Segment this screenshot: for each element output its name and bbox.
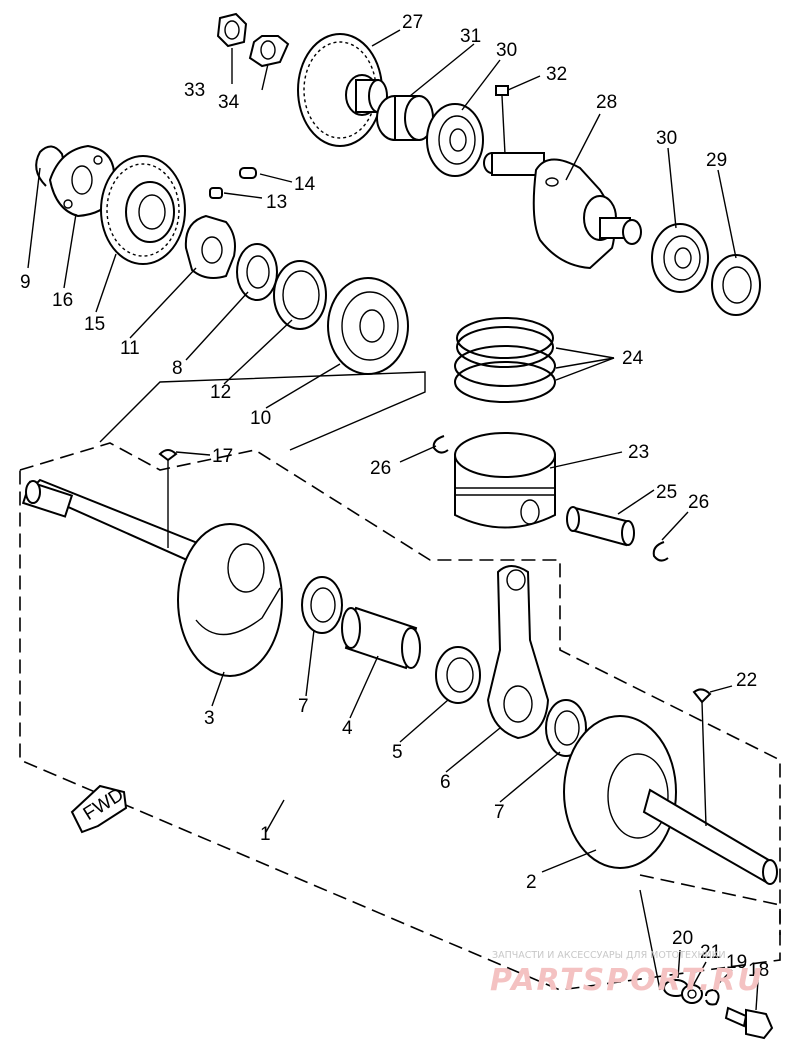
washer-part-21 [681, 984, 703, 1004]
fwd-direction-arrow: FWD [70, 784, 128, 834]
callout-labels: 1 2 3 4 5 6 7 7 8 9 10 11 12 13 14 15 16… [20, 12, 769, 981]
pin-part-32 [495, 85, 509, 155]
callout-26-left: 26 [370, 458, 391, 479]
woodruff-key-part-17 [158, 449, 178, 548]
callout-19: 19 [726, 952, 747, 973]
callout-11: 11 [120, 338, 140, 359]
watermark-logo: PARTSPORT.RU [490, 963, 764, 998]
primary-gear-part-15 [100, 155, 186, 265]
crank-left-part-3 [21, 478, 283, 677]
driven-gear-part-27 [297, 33, 388, 147]
callout-25: 25 [656, 482, 677, 503]
callout-8: 8 [172, 358, 183, 379]
watermark-caption: ЗАПЧАСТИ И АКСЕССУАРЫ ДЛЯ МОТОТЕХНИКИ [492, 950, 726, 961]
lock-washer-part-34 [248, 35, 290, 68]
callout-31: 31 [460, 26, 481, 47]
piston-pin-part-25 [566, 506, 635, 547]
callout-13: 13 [266, 192, 287, 213]
spacer-part-8 [236, 243, 278, 301]
callout-10: 10 [250, 408, 271, 429]
callout-7-left: 7 [298, 696, 309, 717]
key-part-14 [239, 167, 257, 179]
callout-21: 21 [700, 942, 721, 963]
callout-20: 20 [672, 928, 693, 949]
callout-27: 27 [402, 12, 423, 33]
callout-15: 15 [84, 314, 105, 335]
callout-23: 23 [628, 442, 649, 463]
nut-part-33 [216, 12, 248, 48]
callout-4: 4 [342, 718, 353, 739]
connecting-rod-part-6 [486, 565, 550, 740]
callout-5: 5 [392, 742, 403, 763]
needle-bearing-part-5 [435, 646, 481, 704]
crank-right-part-2 [563, 715, 778, 885]
callout-30-upper: 30 [496, 40, 517, 61]
main-bearing-part-10 [327, 277, 409, 375]
crank-pin-part-4 [341, 606, 421, 670]
callout-14: 14 [294, 174, 316, 195]
callout-17: 17 [212, 446, 233, 467]
callout-12: 12 [210, 382, 231, 403]
callout-32: 32 [546, 64, 567, 85]
bearing-part-30-upper [426, 103, 484, 177]
callout-34: 34 [218, 92, 240, 113]
piston-rings-part-24 [454, 317, 556, 403]
key-part-22 [692, 688, 712, 827]
callout-29: 29 [706, 150, 727, 171]
shim-part-7-left [301, 576, 343, 634]
callout-6: 6 [440, 772, 451, 793]
balancer-shaft-part-28 [483, 152, 642, 270]
hub-part-11 [184, 214, 236, 279]
watermark: ЗАПЧАСТИ И АКСЕССУАРЫ ДЛЯ МОТОТЕХНИКИ PA… [490, 950, 764, 998]
callout-16: 16 [52, 290, 73, 311]
callout-9: 9 [20, 272, 31, 293]
piston-part-23 [454, 432, 556, 529]
callout-1: 1 [260, 824, 271, 845]
callout-3: 3 [204, 708, 215, 729]
bearing-part-30-lower [651, 223, 709, 293]
lock-washer-part-19 [705, 988, 720, 1006]
oil-seal-part-29 [711, 254, 761, 316]
leader-lines [27, 29, 759, 1011]
callout-26-right: 26 [688, 492, 709, 513]
crankshaft-assembly-boundary [19, 371, 781, 991]
callout-30-lower: 30 [656, 128, 677, 149]
callout-2: 2 [526, 872, 537, 893]
spring-part-13 [209, 187, 223, 199]
bolt-part-18 [724, 1006, 774, 1040]
callout-7-right: 7 [494, 802, 505, 823]
washer-part-12 [273, 260, 327, 330]
callout-22: 22 [736, 670, 757, 691]
piston-pin-clip-part-26-a [432, 435, 449, 454]
callout-24: 24 [622, 348, 644, 369]
callout-18: 18 [748, 960, 769, 981]
collar-part-31 [376, 95, 434, 141]
shim-part-7-right [545, 699, 587, 757]
piston-pin-clip-part-26-b [652, 541, 669, 562]
callout-33: 33 [184, 80, 205, 101]
callout-28: 28 [596, 92, 617, 113]
